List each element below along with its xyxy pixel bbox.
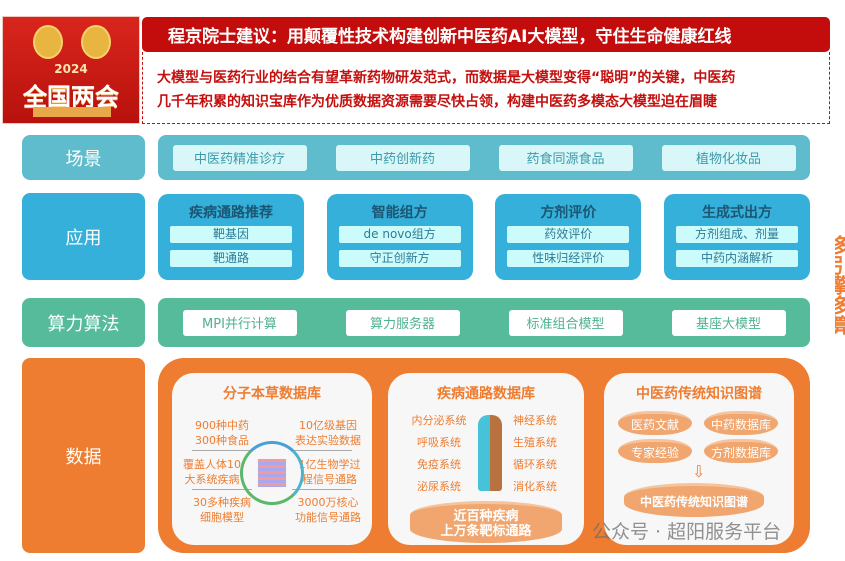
system-label: 内分泌系统 bbox=[411, 414, 467, 427]
great-hall-icon bbox=[33, 107, 111, 117]
compute-band: MPI并行计算 算力服务器 标准组合模型 基座大模型 bbox=[158, 298, 810, 347]
headline: 程京院士建议：用颠覆性技术构建创新中医药AI大模型，守住生命健康红线 bbox=[142, 17, 830, 52]
stat-label: 1亿生物学过 程信号通路 bbox=[298, 458, 361, 486]
system-label: 生殖系统 bbox=[513, 436, 557, 449]
app-card: 生成式出方方剂组成、剂量中药内涵解析 bbox=[663, 193, 810, 280]
panel-title: 分子本草数据库 bbox=[223, 386, 321, 402]
two-sessions-logo: 2024 全国两会 bbox=[2, 16, 140, 124]
molecular-db-panel: 分子本草数据库 900种中药 300种食品 10亿级基因 表达实验数据 覆盖人体… bbox=[172, 373, 372, 545]
heatmap-icon bbox=[258, 459, 286, 487]
card-title: 生成式出方 bbox=[701, 204, 772, 221]
kg-source: 医药文献 bbox=[618, 411, 692, 435]
stat-label: 3000万核心 功能信号通路 bbox=[295, 496, 361, 524]
card-item: 方剂组成、剂量 bbox=[675, 225, 798, 243]
card-item: 靶基因 bbox=[170, 225, 292, 243]
stat-label: 覆盖人体10 大系统疾病 bbox=[183, 458, 241, 486]
compute-item: 标准组合模型 bbox=[508, 309, 623, 336]
arrow-down-icon: ⇩ bbox=[692, 462, 706, 481]
system-label: 消化系统 bbox=[513, 480, 557, 493]
card-item: 守正创新方 bbox=[338, 249, 461, 267]
card-item: 靶通路 bbox=[170, 249, 292, 267]
stat-label: 10亿级基因 表达实验数据 bbox=[295, 419, 361, 447]
tcm-kg-panel: 中医药传统知识图谱 医药文献 中药数据库 专家经验 方剂数据库 ⇩ 中医药传统知… bbox=[604, 373, 794, 545]
disease-base-cylinder: 近百种疾病 上万条靶标通路 bbox=[410, 501, 562, 543]
card-item: 中药内涵解析 bbox=[675, 249, 798, 267]
kg-source: 专家经验 bbox=[618, 439, 692, 463]
logo-year: 2024 bbox=[54, 62, 88, 76]
summary-line: 几千年积累的知识宝库作为优质数据资源需要尽快占领，构建中医药多模态大模型迫在眉睫 bbox=[157, 94, 717, 110]
cppcc-emblem-icon bbox=[81, 25, 111, 59]
side-caption: 多引擎多算 bbox=[835, 235, 845, 335]
national-emblem-icon bbox=[33, 25, 63, 59]
summary: 大模型与医药行业的结合有望革新药物研发范式，而数据是大模型变得“聪明”的关键，中… bbox=[142, 52, 830, 124]
human-body-icon bbox=[478, 415, 502, 491]
scene-item: 植物化妆品 bbox=[661, 144, 796, 171]
system-label: 神经系统 bbox=[513, 414, 557, 427]
base-line: 上万条靶标通路 bbox=[440, 523, 532, 539]
scene-item: 中药创新药 bbox=[335, 144, 470, 171]
system-label: 呼吸系统 bbox=[417, 436, 461, 449]
system-label: 免疫系统 bbox=[417, 458, 461, 471]
compute-item: MPI并行计算 bbox=[182, 309, 297, 336]
card-title: 方剂评价 bbox=[540, 204, 597, 221]
tcm-base-cylinder: 中医药传统知识图谱 bbox=[624, 483, 764, 517]
summary-line: 大模型与医药行业的结合有望革新药物研发范式，而数据是大模型变得“聪明”的关键，中… bbox=[157, 70, 736, 86]
watermark: 公众号 · 超阳服务平台 bbox=[592, 521, 782, 543]
card-title: 疾病通路推荐 bbox=[189, 204, 273, 221]
panel-title: 疾病通路数据库 bbox=[437, 386, 535, 402]
row-label-data: 数据 bbox=[22, 358, 145, 553]
data-cycle-icon bbox=[240, 441, 304, 505]
disease-db-panel: 疾病通路数据库 内分泌系统 呼吸系统 免疫系统 泌尿系统 神经系统 生殖系统 循… bbox=[388, 373, 584, 545]
app-card: 智能组方 de novo组方守正创新方 bbox=[326, 193, 473, 280]
kg-source: 方剂数据库 bbox=[704, 439, 778, 463]
kg-source: 中药数据库 bbox=[704, 411, 778, 435]
row-label-app: 应用 bbox=[22, 193, 145, 280]
app-band: 疾病通路推荐靶基因靶通路 智能组方 de novo组方守正创新方 方剂评价药效评价… bbox=[158, 193, 810, 280]
compute-item: 基座大模型 bbox=[671, 309, 786, 336]
row-label-compute: 算力算法 bbox=[22, 298, 145, 347]
stat-label: 30多种疾病 细胞模型 bbox=[193, 496, 251, 524]
system-label: 循环系统 bbox=[513, 458, 557, 471]
card-item: 性味归经评价 bbox=[507, 249, 630, 267]
scene-item: 中医药精准诊疗 bbox=[172, 144, 307, 171]
stat-label: 900种中药 300种食品 bbox=[195, 419, 249, 447]
system-label: 泌尿系统 bbox=[417, 480, 461, 493]
scene-item: 药食同源食品 bbox=[498, 144, 633, 171]
card-item: 药效评价 bbox=[507, 225, 630, 243]
app-card: 方剂评价药效评价性味归经评价 bbox=[495, 193, 642, 280]
card-item: de novo组方 bbox=[338, 225, 461, 243]
card-title: 智能组方 bbox=[371, 204, 428, 221]
app-card: 疾病通路推荐靶基因靶通路 bbox=[158, 193, 304, 280]
compute-item: 算力服务器 bbox=[345, 309, 460, 336]
logo-text: 全国两会 bbox=[23, 83, 119, 111]
panel-title: 中医药传统知识图谱 bbox=[636, 386, 762, 402]
base-line: 近百种疾病 bbox=[453, 508, 519, 524]
row-label-scene: 场景 bbox=[22, 135, 145, 180]
scene-band: 中医药精准诊疗 中药创新药 药食同源食品 植物化妆品 bbox=[158, 135, 810, 180]
